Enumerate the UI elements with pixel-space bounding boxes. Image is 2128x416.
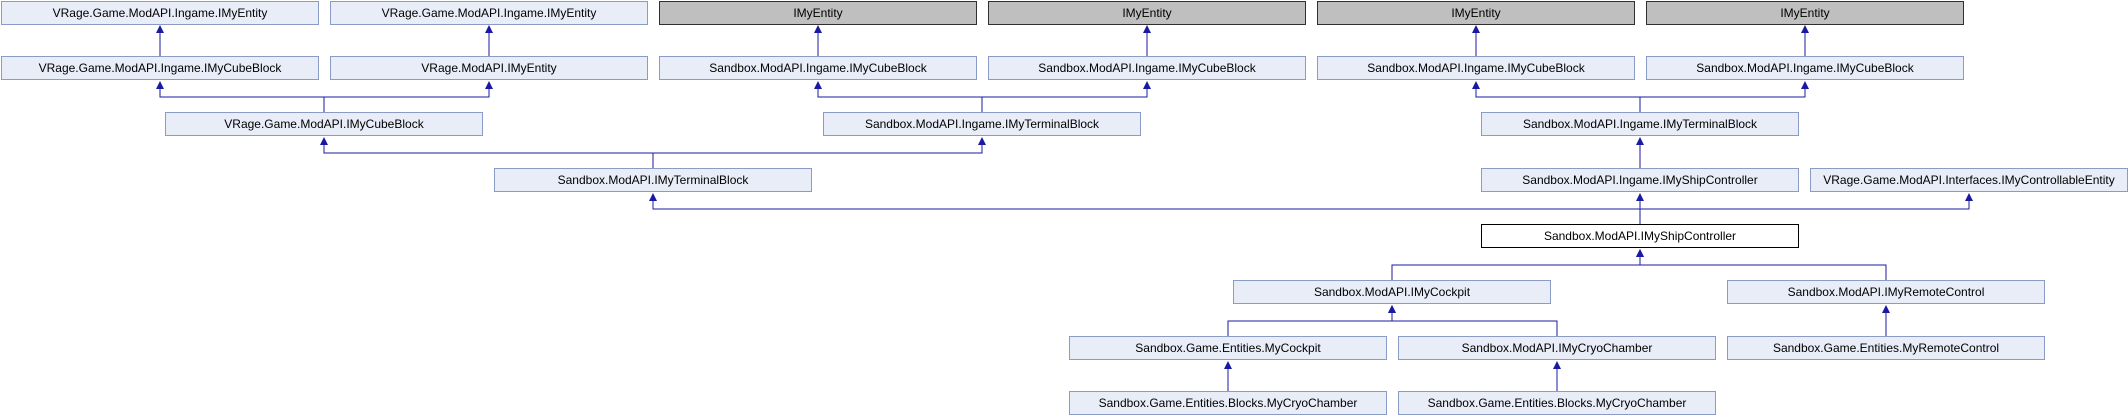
inheritance-edge [1639, 193, 1973, 224]
node-sb-ingame-terminal-1[interactable]: Sandbox.ModAPI.Ingame.IMyTerminalBlock [823, 112, 1141, 136]
node-sb-remote-iface[interactable]: Sandbox.ModAPI.IMyRemoteControl [1727, 280, 2045, 304]
node-sb-entities-cockpit[interactable]: Sandbox.Game.Entities.MyCockpit [1069, 336, 1387, 360]
inheritance-edge [156, 81, 325, 112]
inheritance-edge [323, 81, 493, 112]
inheritance-edge [1636, 249, 1887, 280]
node-sb-cryo-iface[interactable]: Sandbox.ModAPI.IMyCryoChamber [1398, 336, 1716, 360]
node-sb-ingame-cubeblock-4[interactable]: Sandbox.ModAPI.Ingame.IMyCubeBlock [1646, 56, 1964, 80]
node-sb-ingame-shipcontroller[interactable]: Sandbox.ModAPI.Ingame.IMyShipController [1481, 168, 1799, 192]
node-sb-blocks-cryo-2[interactable]: Sandbox.Game.Entities.Blocks.MyCryoChamb… [1398, 391, 1716, 415]
node-vrage-ingame-entity-2[interactable]: VRage.Game.ModAPI.Ingame.IMyEntity [330, 1, 648, 25]
node-sb-ingame-cubeblock-3[interactable]: Sandbox.ModAPI.Ingame.IMyCubeBlock [1317, 56, 1635, 80]
inheritance-edge [320, 137, 654, 168]
inheritance-edge [1639, 81, 1809, 112]
node-sb-shipcontroller[interactable]: Sandbox.ModAPI.IMyShipController [1481, 224, 1799, 248]
node-imyentity-3[interactable]: IMyEntity [1317, 1, 1635, 25]
node-sb-ingame-cubeblock-1[interactable]: Sandbox.ModAPI.Ingame.IMyCubeBlock [659, 56, 977, 80]
inheritance-edge [1388, 305, 1558, 336]
node-vrage-modapi-entity[interactable]: VRage.ModAPI.IMyEntity [330, 56, 648, 80]
node-sb-ingame-cubeblock-2[interactable]: Sandbox.ModAPI.Ingame.IMyCubeBlock [988, 56, 1306, 80]
node-sb-ingame-terminal-2[interactable]: Sandbox.ModAPI.Ingame.IMyTerminalBlock [1481, 112, 1799, 136]
node-sb-modapi-terminal[interactable]: Sandbox.ModAPI.IMyTerminalBlock [494, 168, 812, 192]
inheritance-edge [814, 81, 983, 112]
node-vrage-controllable[interactable]: VRage.Game.ModAPI.Interfaces.IMyControll… [1810, 168, 2128, 192]
inheritance-edge [1391, 249, 1644, 280]
node-vrage-ingame-cubeblock[interactable]: VRage.Game.ModAPI.Ingame.IMyCubeBlock [1, 56, 319, 80]
inheritance-edge [1472, 81, 1641, 112]
node-vrage-modapi-cubeblock[interactable]: VRage.Game.ModAPI.IMyCubeBlock [165, 112, 483, 136]
inheritance-edge [1227, 305, 1396, 336]
node-vrage-ingame-entity-1[interactable]: VRage.Game.ModAPI.Ingame.IMyEntity [1, 1, 319, 25]
inheritance-edge [652, 137, 986, 168]
node-imyentity-4[interactable]: IMyEntity [1646, 1, 1964, 25]
node-sb-blocks-cryo-1[interactable]: Sandbox.Game.Entities.Blocks.MyCryoChamb… [1069, 391, 1387, 415]
inheritance-edge [649, 193, 1641, 224]
node-imyentity-1[interactable]: IMyEntity [659, 1, 977, 25]
inheritance-edge [981, 81, 1151, 112]
node-sb-entities-remote[interactable]: Sandbox.Game.Entities.MyRemoteControl [1727, 336, 2045, 360]
node-imyentity-2[interactable]: IMyEntity [988, 1, 1306, 25]
node-sb-cockpit-iface[interactable]: Sandbox.ModAPI.IMyCockpit [1233, 280, 1551, 304]
